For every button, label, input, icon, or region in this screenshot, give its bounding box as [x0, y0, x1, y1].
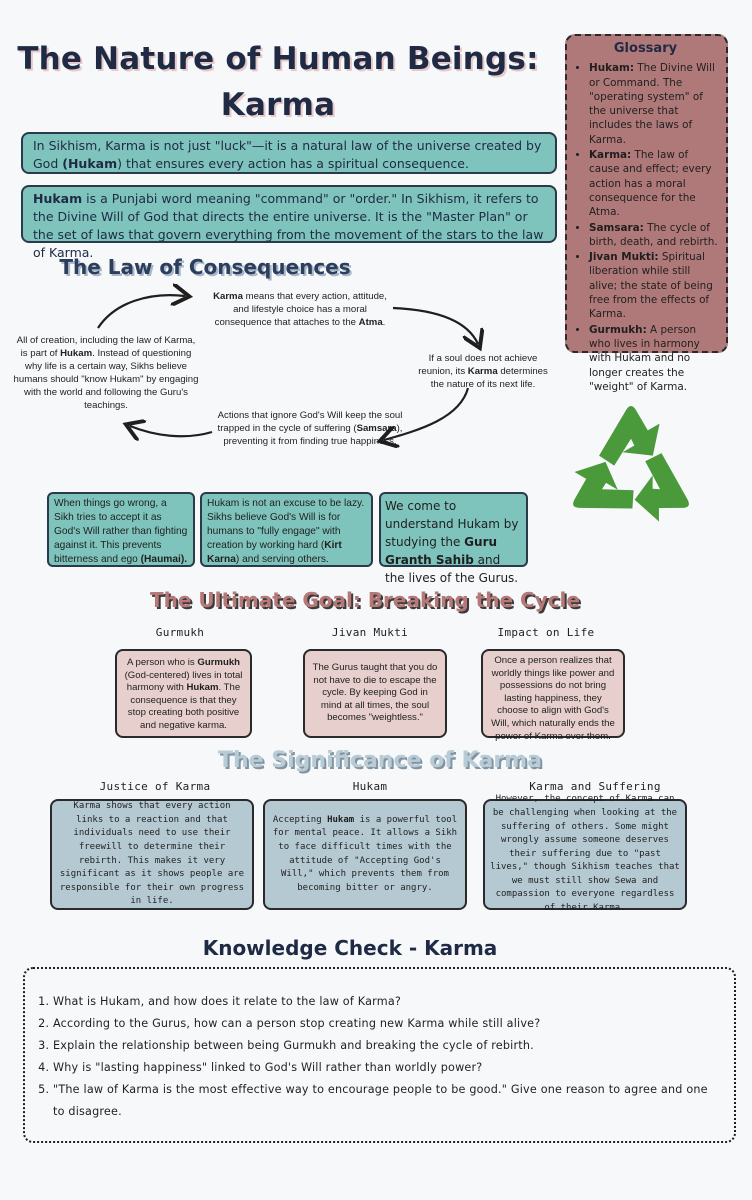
intro-hukam-box: Hukam is a Punjabi word meaning "command… — [21, 185, 557, 260]
hukam-bold: Hukam — [186, 682, 219, 694]
sig-text: Karma shows that every action links to a… — [59, 801, 245, 907]
glossary-def: The Divine Will or Command. The "operati… — [589, 62, 715, 146]
glossary-title: Glossary — [613, 41, 678, 56]
impact-box: Once a person realizes that worldly thin… — [481, 649, 625, 742]
question-item: What is Hukam, and how does it relate to… — [53, 991, 720, 1013]
cycle-arrows — [97, 280, 560, 460]
box-text: ) and serving others. — [235, 554, 329, 565]
intro-text: ) that ensures every action has a spirit… — [117, 156, 469, 171]
guru-granth-box: We come to understand Hukam by studying … — [379, 492, 528, 585]
goal-heading: The Ultimate Goal: Breaking the Cycle — [150, 588, 580, 612]
suffering-box: However, the concept of Karma can be cha… — [483, 794, 687, 913]
cycle-top-text: Karma means that every action, attitude,… — [205, 290, 395, 329]
glossary-item: Samsara: The cycle of birth, death, and … — [589, 221, 718, 250]
gurmukh-box: A person who is Gurmukh (God-centered) l… — [115, 649, 252, 738]
atma-bold: Atma — [358, 317, 383, 328]
glossary-term: Jivan Mukti: — [589, 251, 659, 264]
glossary-def: The cycle of birth, death, and rebirth. — [589, 221, 718, 248]
glossary-def: A person who lives in harmony with Hukam… — [589, 323, 700, 393]
glossary-term: Gurmukh: — [589, 323, 647, 336]
cycle-text: . — [382, 317, 386, 328]
glossary-list: Hukam: The Divine Will or Command. The "… — [573, 61, 718, 394]
sig-col-head: Justice of Karma — [99, 780, 211, 793]
question-item: Explain the relationship between being G… — [53, 1035, 720, 1057]
box-text: and the lives of the Gurus. — [385, 553, 519, 585]
haumai-box: When things go wrong, a Sikh tries to ac… — [47, 492, 195, 567]
sig-text: However, the concept of Karma can be cha… — [490, 794, 680, 914]
guru-granth-bold: Guru Granth Sahib — [385, 535, 498, 567]
haumai-bold: (Haumai). — [140, 554, 188, 565]
goal-col-head: Gurmukh — [155, 626, 205, 639]
arrow-icon — [384, 387, 470, 440]
question-list: What is Hukam, and how does it relate to… — [31, 991, 720, 1123]
cycle-text: All of creation, including the law of Ka… — [16, 335, 196, 359]
question-item: "The law of Karma is the most effective … — [53, 1079, 720, 1123]
question-item: Why is "lasting happiness" linked to God… — [53, 1057, 720, 1079]
box-text: When things go wrong, a Sikh tries to ac… — [54, 498, 188, 565]
arrow-icon — [392, 306, 478, 344]
box-text: We come to understand Hukam by studying … — [385, 499, 519, 549]
cycle-text: determines the nature of its next life. — [430, 366, 548, 390]
gurmukh-bold: Gurmukh — [197, 657, 241, 668]
goal-text: A person who is — [126, 657, 198, 668]
intro-karma-box: In Sikhism, Karma is not just "luck"—it … — [21, 132, 557, 174]
samsara-bold: Samsara — [356, 423, 397, 434]
cycle-text: . Instead of questioning why life is a c… — [13, 348, 199, 411]
hukam-definition: is a Punjabi word meaning "command" or "… — [33, 191, 544, 260]
glossary-term: Hukam: — [589, 62, 634, 75]
goal-text: (God-centered) lives in total harmony wi… — [124, 669, 243, 694]
arrow-icon — [130, 426, 213, 436]
kirt-karna-bold: Kirt Karna — [207, 540, 342, 565]
sig-col-head: Karma and Suffering — [529, 780, 661, 793]
hukam-box: Accepting Hukam is a powerful tool for m… — [263, 799, 467, 910]
hukam-term: Hukam — [33, 191, 83, 206]
knowledge-heading: Knowledge Check - Karma — [202, 936, 498, 960]
cycle-left-text: All of creation, including the law of Ka… — [12, 334, 200, 412]
glossary-term: Karma: — [589, 149, 632, 162]
arrow-icon — [97, 295, 185, 329]
sig-col-head: Hukam — [352, 780, 388, 793]
glossary-item: Gurmukh: A person who lives in harmony w… — [589, 323, 718, 394]
glossary-term: Samsara: — [589, 221, 644, 234]
hukam-bold: Hukam — [60, 348, 93, 359]
intro-hukam-bold: (Hukam — [62, 156, 118, 171]
goal-col-head: Jivan Mukti — [331, 626, 409, 639]
goal-text: The Gurus taught that you do not have to… — [312, 662, 438, 724]
glossary-item: Jivan Mukti: Spiritual liberation while … — [589, 250, 718, 321]
cycle-text: If a soul does not achieve reunion, its — [418, 353, 538, 377]
sig-text: Accepting Hukam is a powerful tool for m… — [271, 814, 459, 896]
goal-text: . The consequence is that they stop crea… — [127, 682, 241, 731]
knowledge-check-box: What is Hukam, and how does it relate to… — [23, 967, 736, 1143]
sig-text: Accepting — [272, 814, 328, 825]
cycle-text: Actions that ignore God's Will keep the … — [217, 410, 403, 434]
glossary-def: The law of cause and effect; every actio… — [589, 149, 712, 219]
glossary-item: Hukam: The Divine Will or Command. The "… — [589, 61, 718, 147]
karma-bold: Karma — [467, 366, 498, 377]
box-text: Hukam is not an excuse to be lazy. Sikhs… — [207, 498, 365, 551]
cycle-bottom-text: Actions that ignore God's Will keep the … — [215, 409, 405, 448]
glossary-panel: Glossary Hukam: The Divine Will or Comma… — [565, 34, 728, 393]
glossary-def: Spiritual liberation while still alive; … — [589, 251, 713, 321]
kirt-karna-box: Hukam is not an excuse to be lazy. Sikhs… — [200, 492, 373, 567]
hukam-bold: Hukam — [327, 814, 355, 825]
recycle-icon — [573, 406, 689, 522]
jivan-mukti-box: The Gurus taught that you do not have to… — [303, 649, 447, 738]
goal-col-head: Impact on Life — [497, 626, 595, 639]
intro-text: In Sikhism, Karma is not just "luck"—it … — [33, 138, 542, 171]
cycle-right-text: If a soul does not achieve reunion, its … — [412, 352, 554, 391]
sig-text: is a powerful tool for mental peace. It … — [272, 814, 458, 893]
law-heading: The Law of Consequences — [59, 255, 351, 279]
justice-box: Karma shows that every action links to a… — [50, 799, 254, 910]
page-title: The Nature of Human Beings: Karma — [17, 41, 539, 123]
significance-heading: The Significance of Karma — [218, 748, 542, 773]
question-item: According to the Gurus, how can a person… — [53, 1013, 720, 1035]
karma-bold: Karma — [213, 291, 243, 302]
cycle-text: ), preventing it from finding true happi… — [223, 423, 403, 447]
cycle-text: means that every action, attitude, and l… — [214, 291, 387, 328]
glossary-item: Karma: The law of cause and effect; ever… — [589, 148, 718, 219]
goal-text: Once a person realizes that worldly thin… — [491, 655, 615, 742]
